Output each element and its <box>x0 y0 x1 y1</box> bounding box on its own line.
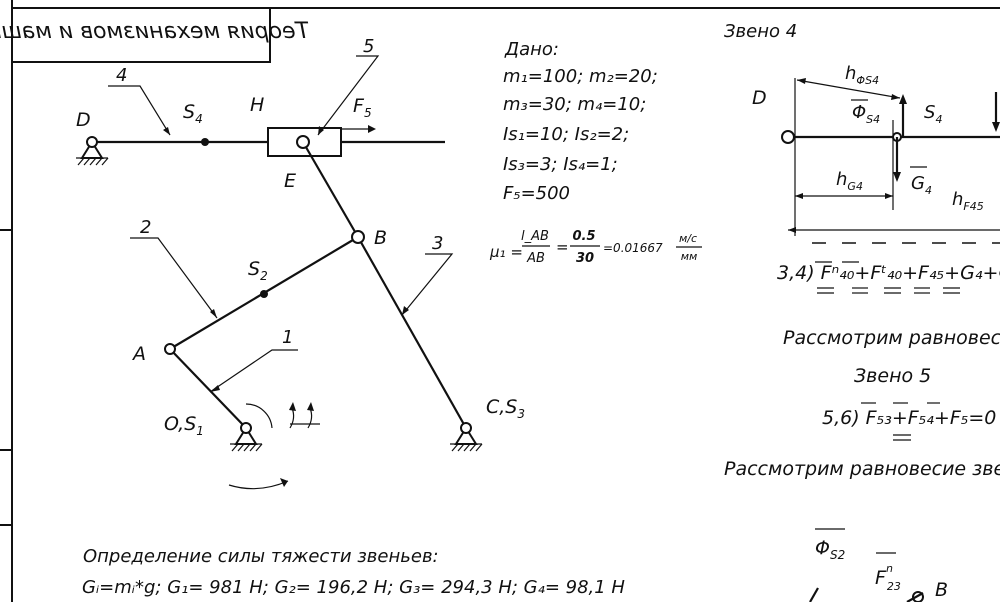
notes: Рассмотрим равновесие Звено 5 5,6) F₅₃+F… <box>724 327 1000 602</box>
given-line-4: Is₃=3; Is₄=1; <box>503 154 618 175</box>
title-block: Теория механизмов и машин <box>0 19 309 44</box>
leader-5 <box>317 55 380 136</box>
link4-free-body: Звено 4 D hΦS4 ΦS4 S4 hG4 G4 <box>724 21 1000 294</box>
label-hF45: hF45 <box>952 189 984 213</box>
link-number-3: 3 <box>432 233 443 254</box>
given-heading: Дано: <box>504 39 559 60</box>
scale-formula: μ₁ = l_AB AB = 0.5 30 =0.01667 м/с мм <box>489 229 702 266</box>
leader-2 <box>130 237 218 319</box>
svg-text:=0.01667: =0.01667 <box>603 241 663 255</box>
link-number-4: 4 <box>116 65 127 86</box>
svg-text:=: = <box>556 238 569 256</box>
label-D: D <box>76 109 91 131</box>
link-1 <box>169 348 247 429</box>
equation-3-4: 3,4) Fⁿ₄₀+Fᵗ₄₀+F₄₅+G₄+Φ_S₄=0 <box>777 262 1000 284</box>
given-data: Дано: m₁=100; m₂=20; m₃=30; m₄=10; Is₁=1… <box>489 39 702 266</box>
link-number-5: 5 <box>363 36 374 57</box>
mechanism-diagram: 4 5 2 3 1 D S4 H F5 E B A S2 O,S1 C,S3 <box>76 36 525 490</box>
label-OS1: O,S1 <box>164 413 204 438</box>
label-h-phi: hΦS4 <box>845 63 879 87</box>
dim-h-phi <box>796 79 901 99</box>
label-A: A <box>131 343 146 365</box>
svg-text:μ₁ =: μ₁ = <box>489 243 523 261</box>
label-S4-fb: S4 <box>924 102 942 126</box>
svg-text:AB: AB <box>526 251 545 266</box>
link-number-1: 1 <box>282 327 293 348</box>
epsilon-arc <box>228 480 289 490</box>
rotation-mark <box>289 407 295 429</box>
joint-A <box>164 343 176 355</box>
leader-1 <box>209 349 298 393</box>
leader-4 <box>108 85 171 136</box>
label-F5: F5 <box>353 95 372 120</box>
ground-support-O <box>230 422 263 452</box>
label-CS3: C,S3 <box>486 396 525 421</box>
ground-support-D <box>76 136 109 166</box>
link-number-2: 2 <box>140 217 151 238</box>
joint-B <box>351 230 365 244</box>
gravity-section: Определение силы тяжести звеньев: Gᵢ=mᵢ*… <box>82 546 625 598</box>
equation-5-6: 5,6) F₅₃+F₅₄+F₅=0 <box>822 407 996 429</box>
link-3 <box>357 236 467 429</box>
gravity-formula: Gᵢ=mᵢ*g; G₁= 981 Н; G₂= 196,2 Н; G₃= 294… <box>82 577 625 598</box>
given-line-2: m₃=30; m₄=10; <box>503 94 646 115</box>
given-line-1: m₁=100; m₂=20; <box>503 66 658 87</box>
link-E-B <box>302 141 359 238</box>
consider-equilibrium-1: Рассмотрим равновесие <box>783 327 1000 349</box>
gravity-heading: Определение силы тяжести звеньев: <box>83 546 439 567</box>
label-E: E <box>284 170 296 192</box>
leader-3 <box>401 253 454 316</box>
svg-text:l_AB: l_AB <box>521 229 549 244</box>
label-G4: G4 <box>911 173 932 197</box>
svg-text:мм: мм <box>681 250 698 263</box>
svg-text:м/с: м/с <box>679 232 697 245</box>
consider-equilibrium-2: Рассмотрим равновесие звена 2 <box>724 458 1000 480</box>
link4-label-D: D <box>752 87 767 109</box>
label-B-2: B <box>935 579 948 601</box>
label-S4: S4 <box>183 101 203 126</box>
link4-heading: Звено 4 <box>724 21 797 42</box>
given-line-3: Is₁=10; Is₂=2; <box>503 124 629 145</box>
label-hG4: hG4 <box>836 169 863 193</box>
ground-support-C <box>450 422 483 452</box>
point-S2 <box>260 290 268 298</box>
joint-E <box>296 135 310 149</box>
label-phi-S2: ΦS2 <box>815 537 845 562</box>
omega-arc <box>245 403 273 429</box>
svg-text:30: 30 <box>576 251 594 266</box>
label-S2: S2 <box>248 258 268 283</box>
point-S4 <box>201 138 209 146</box>
link5-heading: Звено 5 <box>854 365 931 387</box>
given-line-5: F₅=500 <box>503 183 570 204</box>
label-H: H <box>250 94 264 116</box>
label-B: B <box>374 227 387 249</box>
svg-text:0.5: 0.5 <box>572 229 595 244</box>
page-title: Теория механизмов и машин <box>0 19 309 44</box>
label-phi-S4: ΦS4 <box>852 102 880 126</box>
